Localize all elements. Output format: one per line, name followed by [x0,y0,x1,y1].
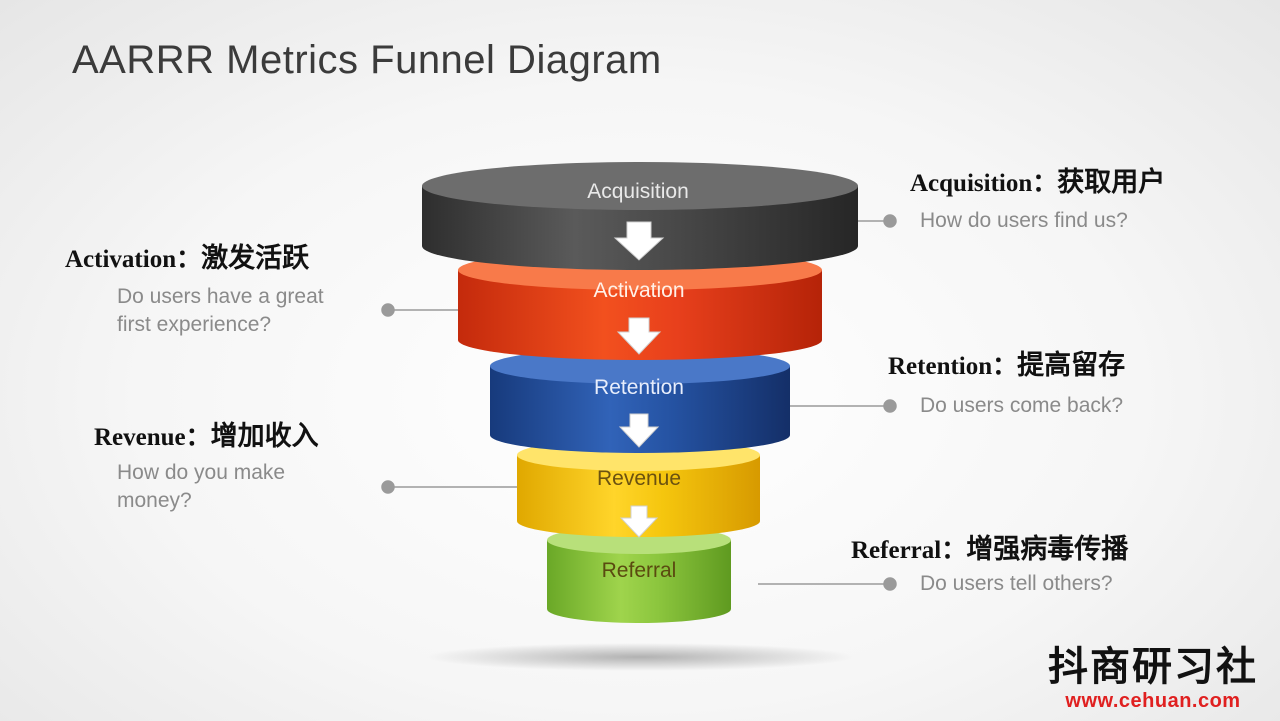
arrow-down-icon [613,221,665,261]
heading-activation: Activation：激发活跃 [65,236,309,275]
heading-acquisition-cn: 获取用户 [1057,167,1166,198]
watermark-name: 抖商研习社 [1048,644,1258,690]
page-title: AARRR Metrics Funnel Diagram [72,38,662,82]
question-activation-line1: Do users have a great [117,285,324,308]
heading-revenue-cn: 增加收入 [210,421,319,452]
question-referral: Do users tell others? [920,572,1113,595]
funnel-stage-referral: Referral [547,526,731,623]
heading-referral-cn: 增强病毒传播 [966,534,1129,565]
heading-retention-cn: 提高留存 [1017,350,1126,381]
heading-activation-en: Activation： [65,246,202,273]
heading-retention-en: Retention： [888,353,1018,380]
flow-arrows [613,221,665,538]
stage-label-activation: Activation [593,279,684,302]
stage-label-retention: Retention [594,376,684,399]
stage-label-revenue: Revenue [597,467,681,490]
heading-activation-cn: 激发活跃 [201,243,310,274]
question-revenue-line1: How do you make [117,461,286,484]
arrow-down-icon [618,413,660,448]
heading-acquisition: Acquisition：获取用户 [910,160,1165,199]
watermark: 抖商研习社 www.cehuan.com [1048,634,1258,713]
heading-referral: Referral：增强病毒传播 [851,527,1128,566]
heading-retention: Retention：提高留存 [888,343,1125,382]
heading-revenue-en: Revenue： [94,424,211,451]
question-revenue-line2: money? [117,489,192,512]
stage-label-acquisition: Acquisition [587,180,689,203]
question-revenue: How do you make money? [117,459,285,515]
connectors [381,214,897,591]
question-activation: Do users have a great first experience? [117,283,324,339]
arrow-down-icon [616,317,662,355]
heading-referral-en: Referral： [851,537,967,564]
question-acquisition: How do users find us? [920,209,1128,232]
heading-revenue: Revenue：增加收入 [94,414,319,453]
arrow-down-icon [619,505,659,538]
heading-acquisition-en: Acquisition： [910,170,1058,197]
funnel-shadow [425,643,855,671]
question-retention: Do users come back? [920,394,1124,417]
watermark-url: www.cehuan.com [1065,690,1241,712]
stage-label-referral: Referral [602,559,677,582]
question-activation-line2: first experience? [117,313,272,336]
